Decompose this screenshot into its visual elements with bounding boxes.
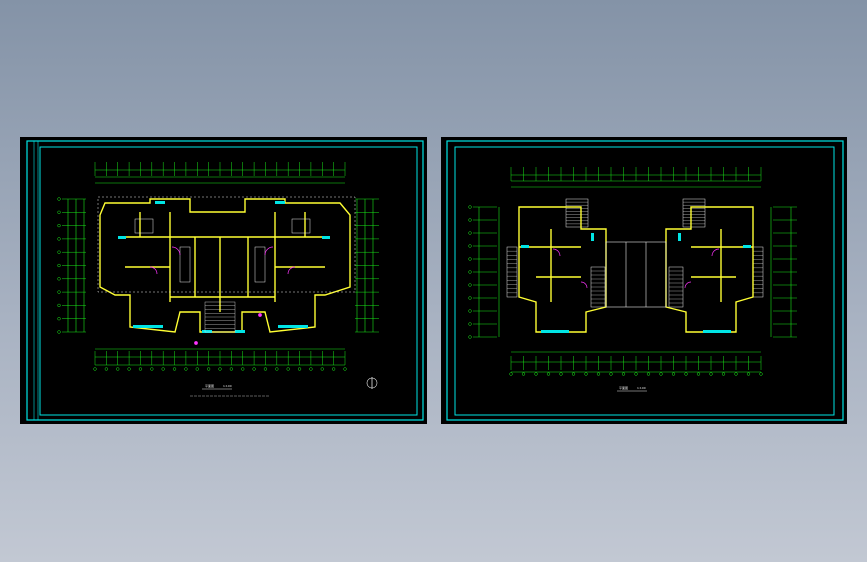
windows bbox=[521, 233, 751, 333]
plan-title: 平面图 bbox=[205, 384, 214, 388]
walls bbox=[99, 198, 351, 333]
frame-outer bbox=[26, 140, 424, 421]
walls bbox=[518, 206, 754, 333]
title-block-right: 平面图 1:100 bbox=[617, 386, 647, 392]
windows bbox=[118, 201, 330, 333]
frame-inner bbox=[39, 146, 418, 416]
drawing-sheet-left: 平面图 1:100 bbox=[20, 137, 427, 424]
north-arrow-icon bbox=[366, 377, 378, 389]
frame-outer bbox=[446, 140, 844, 421]
grid-marks bbox=[57, 162, 379, 371]
plan-scale: 1:100 bbox=[637, 386, 646, 390]
plan-title: 平面图 bbox=[619, 386, 628, 390]
outline-white bbox=[97, 196, 356, 293]
stairs bbox=[506, 198, 764, 308]
floor-plan-left: 平面图 1:100 bbox=[26, 140, 424, 421]
doors bbox=[552, 248, 720, 289]
corridor bbox=[605, 241, 667, 308]
drawing-sheet-right: 平面图 1:100 bbox=[441, 137, 847, 424]
stairs bbox=[204, 301, 236, 333]
grid-marks bbox=[468, 167, 797, 376]
plan-scale: 1:100 bbox=[223, 384, 232, 388]
frame-inner bbox=[454, 146, 835, 416]
doors bbox=[149, 246, 296, 345]
title-block-left: 平面图 1:100 bbox=[190, 384, 270, 397]
floor-plan-right: 平面图 1:100 bbox=[446, 140, 844, 421]
